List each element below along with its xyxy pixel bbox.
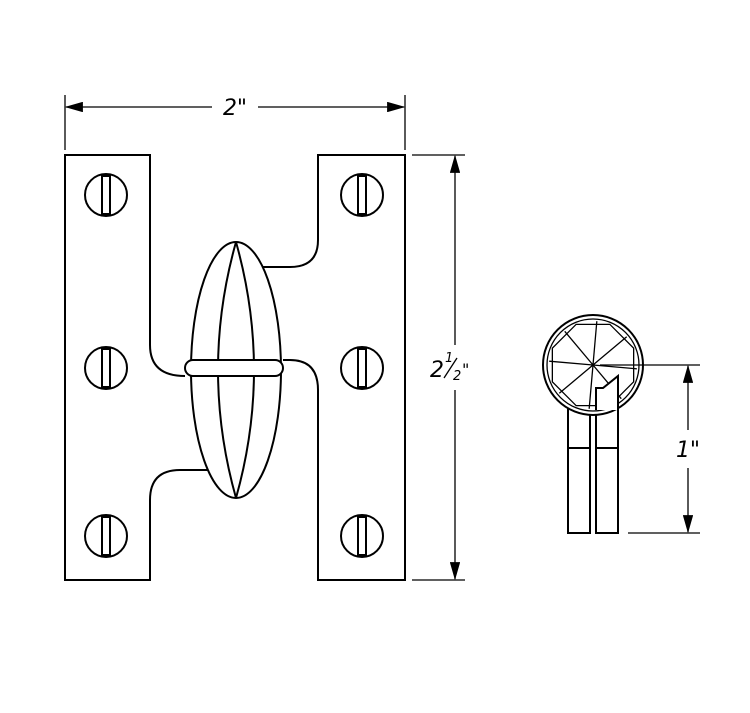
screw-icon	[84, 346, 128, 390]
height-label-denominator: 2	[453, 369, 461, 384]
width-label: 2"	[223, 96, 247, 121]
height-dimension: 2 1 2 "	[412, 154, 469, 581]
height-label-whole: 2	[430, 358, 444, 383]
screw-icon	[340, 346, 384, 390]
right-leaf	[262, 154, 406, 581]
height-label-numerator: 1	[445, 351, 453, 366]
width-dimension: 2"	[64, 95, 406, 150]
left-leaf	[64, 154, 208, 581]
height-label-inch: "	[462, 360, 469, 379]
screw-icon	[84, 514, 128, 558]
side-view	[542, 314, 644, 534]
screw-icon	[340, 514, 384, 558]
screw-holes	[84, 173, 384, 558]
knuckle-label: 1"	[676, 438, 700, 463]
screw-icon	[84, 173, 128, 217]
knuckle-barrel	[184, 241, 284, 499]
knuckle-dimension: 1"	[600, 364, 700, 534]
screw-icon	[340, 173, 384, 217]
